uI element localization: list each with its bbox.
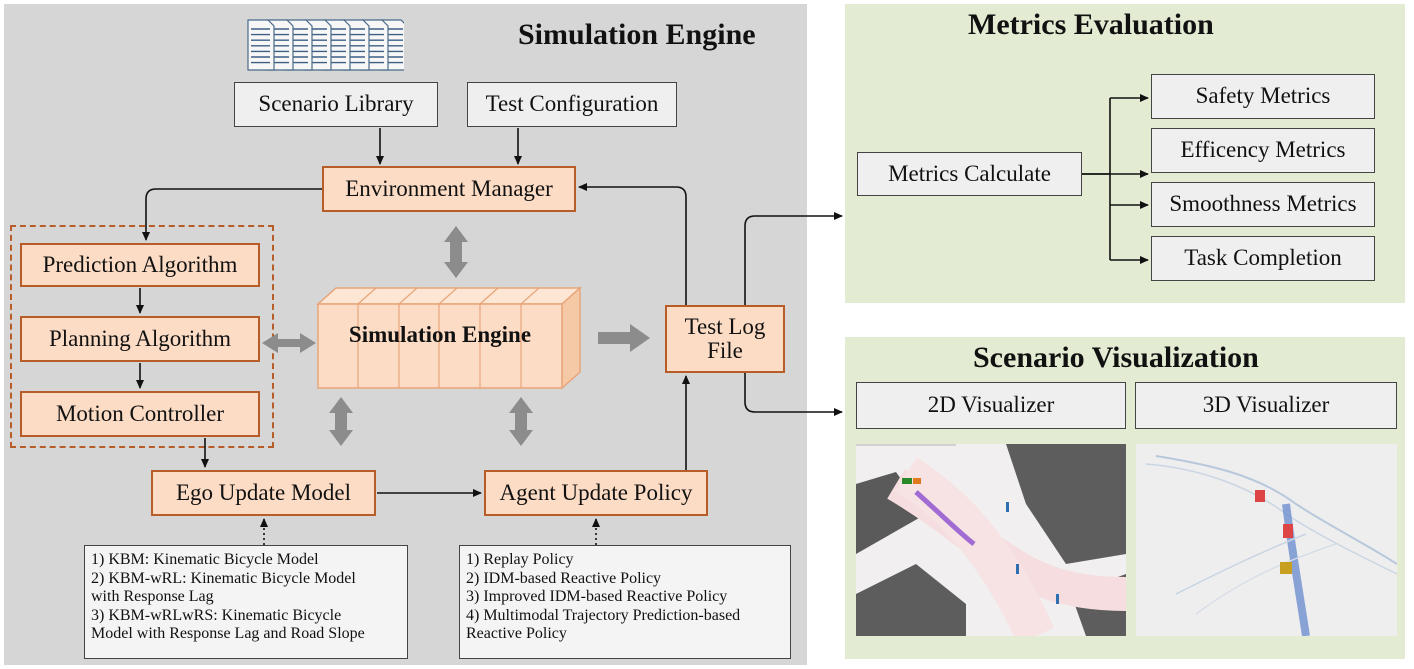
- visualizer-2d-preview: [856, 444, 1126, 636]
- motion-controller-box[interactable]: Motion Controller: [20, 391, 260, 437]
- visualizer-3d-preview: [1136, 444, 1397, 636]
- simulation-engine-block-label: Simulation Engine: [348, 322, 532, 347]
- agent-note-4: 4) Multimodal Trajectory Prediction-base…: [466, 606, 741, 624]
- agent-note-2: 2) IDM-based Reactive Policy: [466, 569, 662, 587]
- environment-manager-box[interactable]: Environment Manager: [322, 166, 576, 212]
- test-log-line1: Test Log: [684, 313, 766, 339]
- agent-policy-notes: 1) Replay Policy 2) IDM-based Reactive P…: [459, 545, 791, 659]
- simulation-engine-block[interactable]: [314, 286, 584, 392]
- ego-model-notes: 1) KBM: Kinematic Bicycle Model 2) KBM-w…: [84, 545, 408, 659]
- document-stack-icon: [247, 19, 404, 71]
- planning-algorithm-box[interactable]: Planning Algorithm: [20, 316, 260, 362]
- efficiency-metrics-box[interactable]: Efficency Metrics: [1151, 128, 1375, 173]
- metrics-panel-title: Metrics Evaluation: [968, 8, 1214, 41]
- agent-note-1: 1) Replay Policy: [466, 551, 574, 568]
- ego-note-3: with Response Lag: [91, 588, 214, 605]
- engine-panel-title: Simulation Engine: [518, 18, 756, 51]
- safety-metrics-box[interactable]: Safety Metrics: [1151, 74, 1375, 119]
- ego-note-4: 3) KBM-wRLwRS: Kinematic Bicycle: [91, 606, 342, 624]
- ego-note-2: 2) KBM-wRL: Kinematic Bicycle Model: [91, 569, 356, 587]
- test-log-line2: File: [707, 338, 743, 363]
- prediction-algorithm-box[interactable]: Prediction Algorithm: [20, 243, 260, 287]
- metrics-calculate-box[interactable]: Metrics Calculate: [857, 152, 1082, 196]
- ego-note-5: Model with Response Lag and Road Slope: [91, 625, 365, 642]
- ego-update-model-box[interactable]: Ego Update Model: [151, 470, 376, 516]
- visualizer-3d-box[interactable]: 3D Visualizer: [1135, 382, 1397, 429]
- visualizer-2d-box[interactable]: 2D Visualizer: [856, 382, 1126, 429]
- ego-note-1: 1) KBM: Kinematic Bicycle Model: [91, 551, 319, 568]
- scenario-library-box[interactable]: Scenario Library: [234, 82, 438, 127]
- task-completion-box[interactable]: Task Completion: [1151, 236, 1375, 281]
- smoothness-metrics-box[interactable]: Smoothness Metrics: [1151, 182, 1375, 227]
- visualization-panel-title: Scenario Visualization: [973, 341, 1259, 374]
- test-log-file-box[interactable]: Test Log File: [665, 305, 785, 373]
- agent-note-5: Reactive Policy: [466, 625, 567, 642]
- agent-note-3: 3) Improved IDM-based Reactive Policy: [466, 588, 728, 605]
- agent-update-policy-box[interactable]: Agent Update Policy: [484, 470, 708, 516]
- test-configuration-box[interactable]: Test Configuration: [467, 82, 677, 127]
